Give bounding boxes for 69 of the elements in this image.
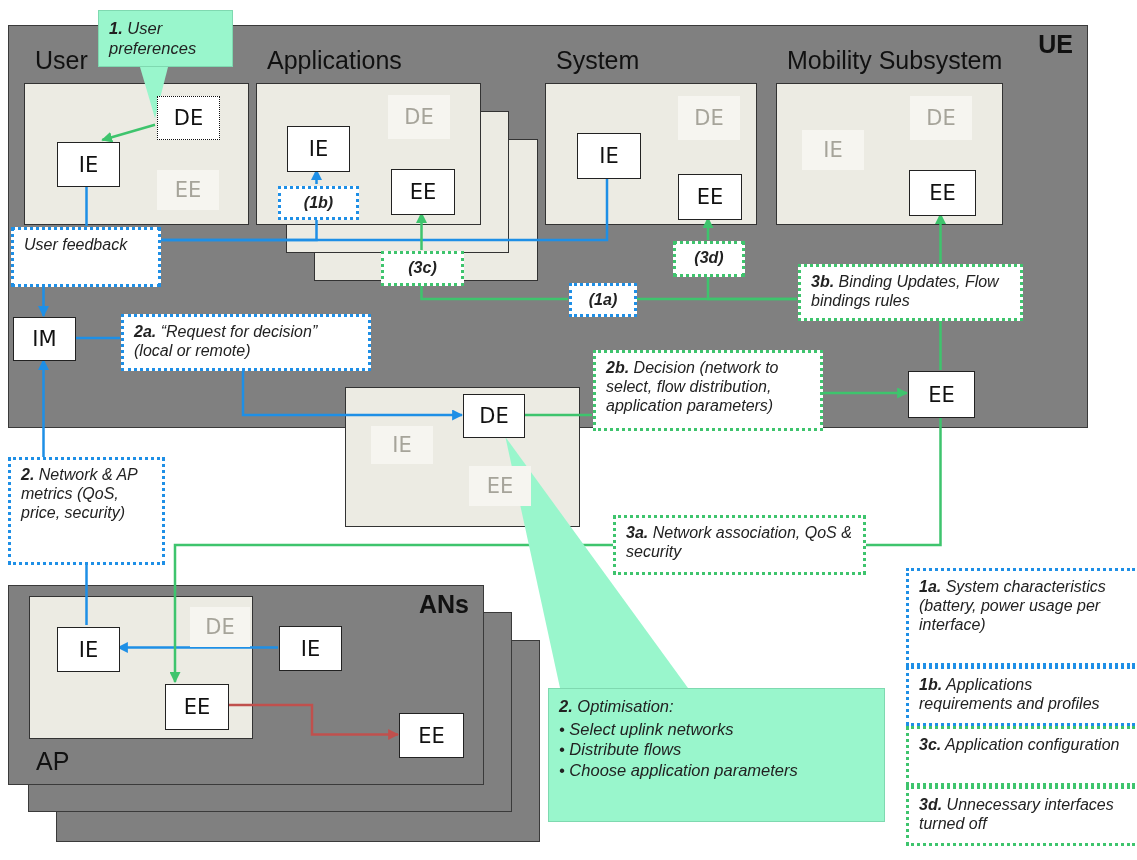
step-note: 3b. Binding Updates, Flow bindings rules [798, 264, 1023, 321]
step-note: 2a. “Request for decision” (local or remote) [121, 314, 371, 371]
connector-line [706, 276, 797, 301]
bullet-item: • Distribute flows [559, 739, 683, 761]
step-tag: (3c) [381, 251, 464, 286]
arrow [241, 370, 464, 421]
connector-line [939, 320, 942, 370]
section-heading: System [556, 46, 640, 75]
faded-engine-box: DE [678, 96, 740, 140]
key-note: 1a. System characteristics (battery, power usage per interface) [906, 568, 1135, 666]
system-panel [8, 585, 484, 785]
section-heading: User [35, 46, 88, 75]
engine-box: DE [463, 394, 525, 438]
engine-box: IE [577, 133, 641, 179]
connector-line [420, 285, 568, 301]
connector-line [85, 565, 88, 625]
panel-title: ANs [419, 590, 469, 619]
section-heading: AP [36, 747, 70, 776]
step-tag: (3d) [673, 241, 745, 277]
engine-box: IE [57, 627, 120, 672]
engine-box: DE [157, 96, 220, 140]
engine-box: EE [908, 371, 975, 418]
engine-box: EE [165, 684, 229, 730]
key-note: 3d. Unnecessary interfaces turned off [906, 786, 1135, 846]
connector-line [160, 177, 609, 242]
callout-box: 1. User preferences [98, 10, 233, 67]
engine-box: IM [13, 317, 76, 361]
step-tag: (1a) [569, 283, 637, 317]
step-note: 3a. Network association, QoS & security [613, 515, 866, 575]
callout-pointer [140, 67, 168, 119]
faded-engine-box: IE [802, 130, 864, 170]
engine-box: EE [909, 170, 976, 216]
engine-box: EE [678, 174, 742, 220]
step-note: User feedback [11, 227, 161, 287]
bullet-item: • Choose application parameters [559, 760, 799, 781]
engine-box: IE [279, 626, 342, 671]
arrow [822, 387, 909, 399]
arrow [101, 123, 156, 143]
connector-line [75, 336, 120, 340]
callout-box [548, 688, 885, 822]
connector-line [524, 413, 592, 417]
faded-engine-box: IE [371, 426, 433, 464]
bullet-item: • Select uplink networks [559, 718, 735, 740]
faded-engine-box: EE [157, 170, 219, 210]
section-heading: Applications [267, 46, 402, 75]
faded-engine-box: DE [190, 607, 250, 647]
engine-box: IE [287, 126, 350, 172]
panel-title: UE [1038, 30, 1073, 59]
faded-engine-box: DE [910, 96, 972, 140]
key-note: 1b. Applications requirements and profiles [906, 666, 1135, 726]
engine-box: EE [391, 169, 455, 215]
engine-box: IE [57, 142, 120, 187]
arrow [227, 703, 400, 740]
arrow [38, 358, 49, 457]
callout-heading: 2. Optimisation: [559, 697, 675, 717]
arrow [169, 543, 613, 684]
connector-line [866, 417, 942, 547]
faded-engine-box: EE [469, 466, 531, 506]
component-box [345, 387, 580, 527]
key-note: 3c. Application configuration [906, 726, 1135, 786]
section-heading: Mobility Subsystem [787, 46, 1003, 75]
step-note: 2. Network & AP metrics (QoS, price, security) [8, 457, 165, 565]
callout-pointer [505, 437, 688, 688]
engine-box: EE [399, 713, 464, 758]
step-tag: (1b) [278, 186, 359, 220]
step-note: 2b. Decision (network to select, flow distribution, application parameters) [593, 350, 823, 431]
faded-engine-box: DE [388, 95, 450, 139]
arrow [38, 286, 49, 318]
connector-line [85, 185, 88, 226]
